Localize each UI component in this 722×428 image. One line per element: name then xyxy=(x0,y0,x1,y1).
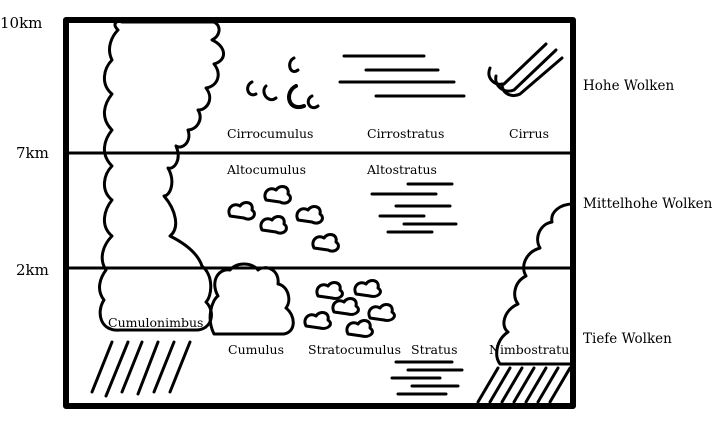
rain-streak xyxy=(152,340,176,394)
label-nimbostratus: Nimbostratus xyxy=(489,342,576,357)
level-label-middle: Mittelhohe Wolken xyxy=(583,196,713,212)
altocumulus-puff xyxy=(263,185,292,205)
nimbostratus-rain xyxy=(476,366,572,404)
altocumulus-puff xyxy=(227,201,256,221)
rain-streak xyxy=(168,340,192,394)
nimbostratus-cloud xyxy=(495,202,575,366)
rain-streak xyxy=(548,366,572,404)
cirrocumulus-curl xyxy=(288,56,300,73)
rain-streak xyxy=(500,366,524,404)
stratus-cloud xyxy=(390,360,464,396)
cirrostratus-cloud xyxy=(338,54,466,98)
rain-streaks xyxy=(90,340,192,398)
label-stratocumulus: Stratocumulus xyxy=(308,342,401,357)
label-cumulonimbus: Cumulonimbus xyxy=(108,315,203,330)
rain-streak xyxy=(104,340,130,398)
cirrocumulus-cloud xyxy=(246,56,320,110)
altitude-label-7km: 7km xyxy=(16,144,49,162)
cirrocumulus-curl xyxy=(262,84,278,101)
cumulonimbus-cloud xyxy=(98,20,225,332)
label-cirrus: Cirrus xyxy=(509,126,549,141)
stratocumulus-puff xyxy=(353,279,382,298)
stratocumulus-puff xyxy=(315,281,344,300)
rain-streak xyxy=(136,340,160,396)
label-stratus: Stratus xyxy=(411,342,458,357)
rain-streak xyxy=(476,366,500,404)
rain-streak xyxy=(90,340,114,394)
altocumulus-cloud xyxy=(227,185,340,253)
label-altocumulus: Altocumulus xyxy=(226,162,306,177)
altitude-label-2km: 2km xyxy=(16,261,49,279)
stratocumulus-puff xyxy=(367,303,396,322)
altostratus-cloud xyxy=(370,182,458,234)
rain-streak xyxy=(120,340,144,394)
altocumulus-puff xyxy=(295,205,324,225)
cumulus-cloud xyxy=(208,262,295,336)
stratocumulus-puff xyxy=(303,311,332,330)
stratocumulus-puff xyxy=(345,319,374,338)
cirrocumulus-curl xyxy=(246,80,258,97)
label-altostratus: Altostratus xyxy=(366,162,437,177)
altitude-label-10km: 10km xyxy=(0,14,42,32)
rain-streak xyxy=(512,366,536,404)
label-cirrocumulus: Cirrocumulus xyxy=(227,126,313,141)
label-cirrostratus: Cirrostratus xyxy=(367,126,444,141)
cirrocumulus-curl xyxy=(287,84,306,110)
rain-streak xyxy=(536,366,560,404)
level-label-high: Hohe Wolken xyxy=(583,78,674,94)
rain-streak xyxy=(524,366,548,404)
altocumulus-puff xyxy=(311,233,340,253)
rain-streak xyxy=(488,366,512,404)
stratocumulus-puff xyxy=(331,297,360,316)
cirrus-hook xyxy=(487,42,548,86)
label-cumulus: Cumulus xyxy=(228,342,284,357)
stratocumulus-cloud xyxy=(303,279,396,338)
cirrus-hook xyxy=(500,56,564,98)
level-label-low: Tiefe Wolken xyxy=(583,331,672,347)
atmosphere-frame xyxy=(63,17,576,409)
altocumulus-puff xyxy=(259,215,288,235)
cirrocumulus-curl xyxy=(306,94,320,110)
cirrus-cloud xyxy=(487,42,564,98)
